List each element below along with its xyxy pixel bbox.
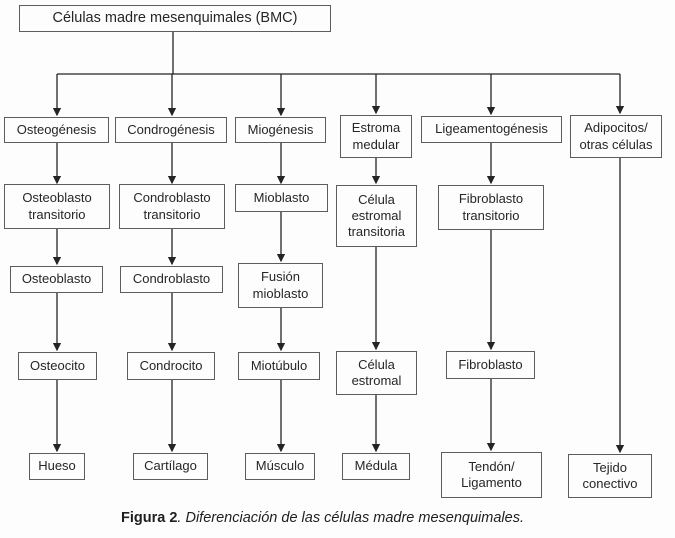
node-celula-estromal: Célula estromal bbox=[336, 351, 417, 395]
node-osteocito: Osteocito bbox=[18, 352, 97, 380]
node-osteoblasto-transitorio: Osteoblasto transitorio bbox=[4, 184, 110, 229]
node-root-celulas-madre: Células madre mesenquimales (BMC) bbox=[19, 5, 331, 32]
node-condrogenesis: Condrogénesis bbox=[115, 117, 227, 143]
node-estroma-medular: Estroma medular bbox=[340, 115, 412, 158]
node-fibroblasto: Fibroblasto bbox=[446, 351, 535, 379]
node-condroblasto: Condroblasto bbox=[120, 266, 223, 293]
node-osteoblasto: Osteoblasto bbox=[10, 266, 103, 293]
figure-caption-label: Figura 2 bbox=[121, 510, 178, 526]
node-cartilago: Cartílago bbox=[133, 453, 208, 480]
node-hueso: Hueso bbox=[29, 453, 85, 480]
figure-caption-text: . Diferenciación de las células madre me… bbox=[177, 510, 524, 526]
node-ligamentogenesis: Ligeamentogénesis bbox=[421, 116, 562, 143]
node-fibroblasto-transitorio: Fibroblasto transitorio bbox=[438, 185, 544, 230]
node-osteogenesis: Osteogénesis bbox=[4, 117, 109, 143]
node-medula: Médula bbox=[342, 453, 410, 480]
node-miotubulo: Miotúbulo bbox=[238, 352, 320, 380]
node-celula-estromal-transitoria: Célula estromal transitoria bbox=[336, 185, 417, 247]
node-condrocito: Condrocito bbox=[127, 352, 215, 380]
node-mioblasto: Mioblasto bbox=[235, 184, 328, 212]
node-musculo: Músculo bbox=[245, 453, 315, 480]
node-fusion-mioblasto: Fusión mioblasto bbox=[238, 263, 323, 308]
node-tejido-conectivo: Tejido conectivo bbox=[568, 454, 652, 498]
node-condroblasto-transitorio: Condroblasto transitorio bbox=[119, 184, 225, 229]
node-adipocitos-otras-celulas: Adipocitos/ otras células bbox=[570, 115, 662, 158]
node-miogenesis: Miogénesis bbox=[235, 117, 326, 143]
figure-caption: Figura 2. Diferenciación de las células … bbox=[0, 510, 645, 526]
node-tendon-ligamento: Tendón/ Ligamento bbox=[441, 452, 542, 498]
